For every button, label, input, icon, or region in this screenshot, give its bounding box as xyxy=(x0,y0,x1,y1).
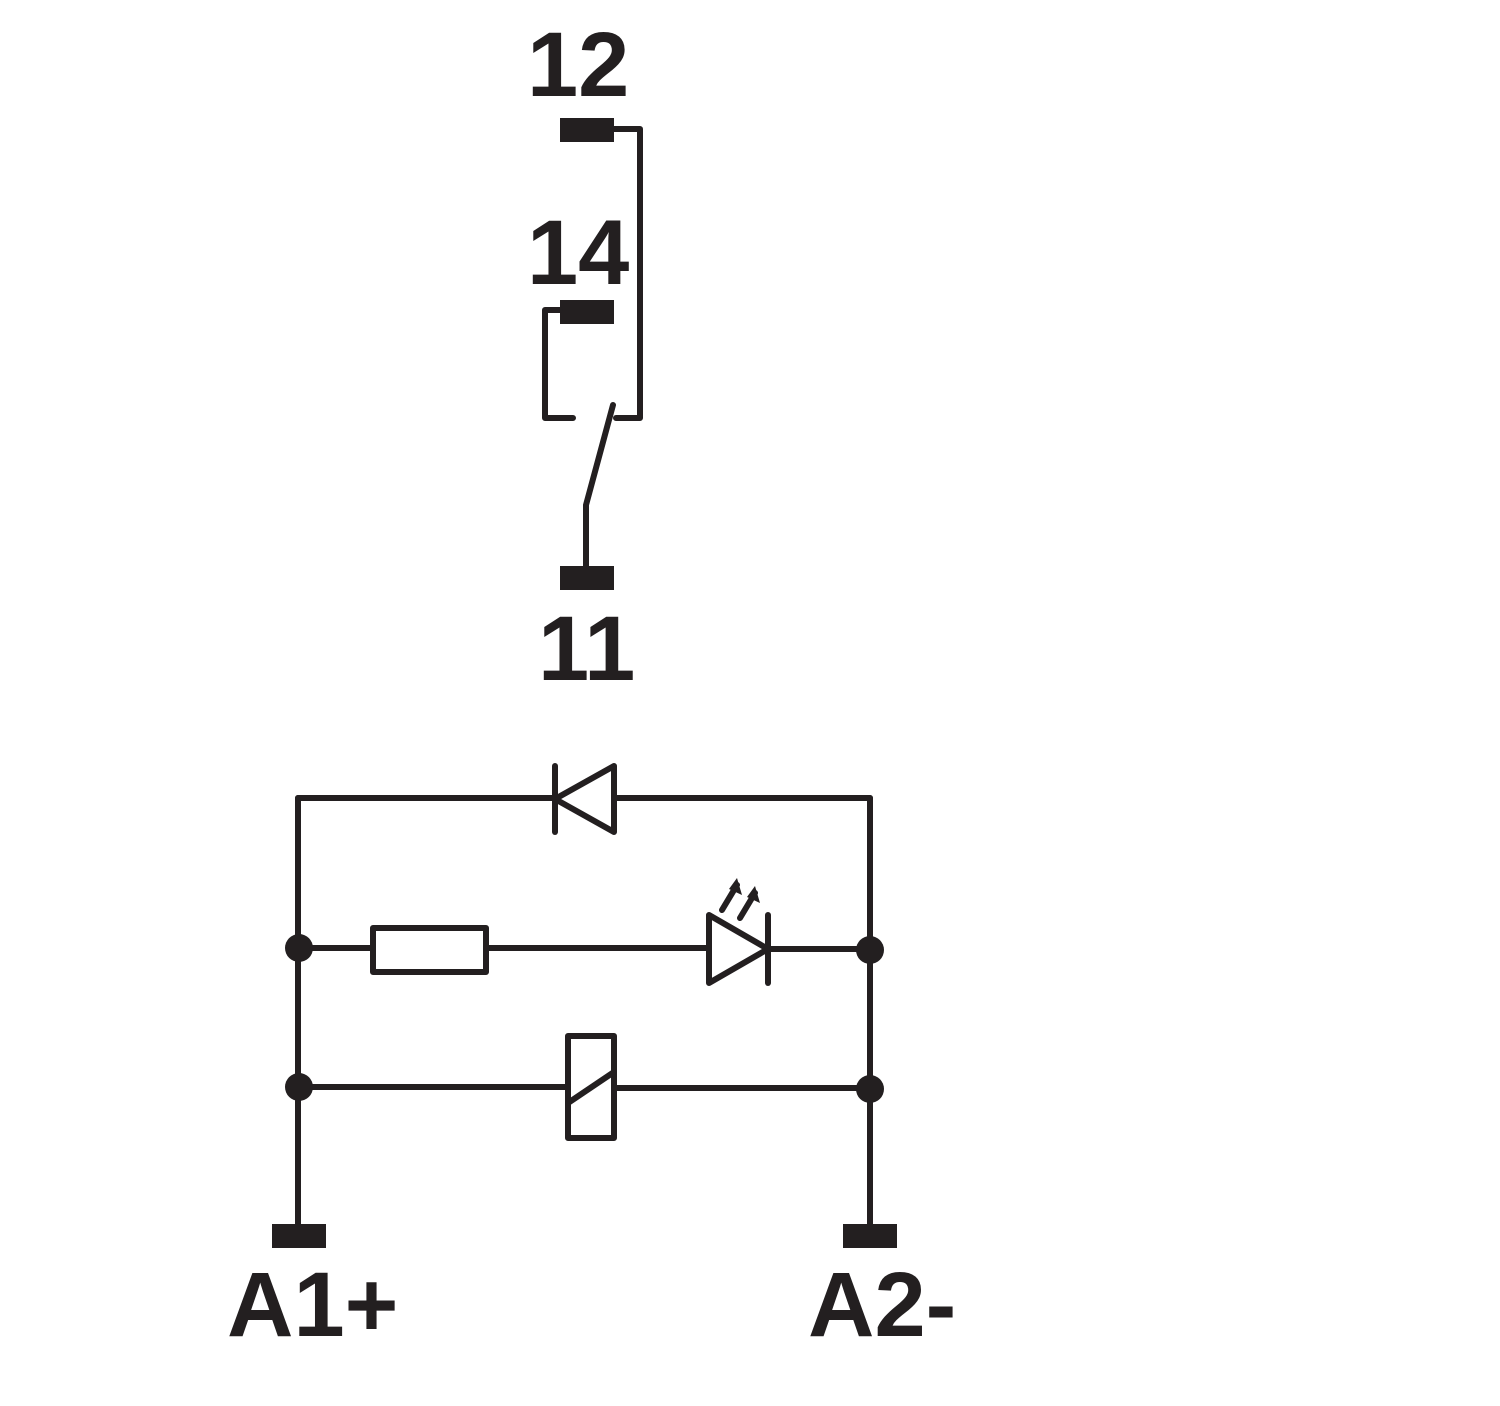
changeover-contact xyxy=(542,126,643,569)
terminal-label-12: 12 xyxy=(527,14,629,116)
junction-dot xyxy=(285,1073,313,1101)
terminal-label-14: 14 xyxy=(527,202,629,304)
freewheeling-diode xyxy=(552,763,617,835)
contact-blade xyxy=(583,402,616,569)
terminal-label-a1: A1+ xyxy=(227,1254,398,1356)
pin-a1 xyxy=(272,1224,326,1248)
pin-a2 xyxy=(843,1224,897,1248)
series-resistor xyxy=(370,925,489,975)
wire-14-to-no-contact xyxy=(542,307,576,421)
junction-dot xyxy=(856,1075,884,1103)
junction-dot xyxy=(856,936,884,964)
wire-12-to-nc-contact xyxy=(611,126,643,421)
terminal-label-a2: A2- xyxy=(808,1254,956,1356)
relay-coil xyxy=(565,1033,617,1141)
pin-14 xyxy=(560,300,614,324)
terminal-label-11: 11 xyxy=(538,598,635,700)
junction-dot xyxy=(285,934,313,962)
pin-12 xyxy=(560,118,614,142)
pin-11 xyxy=(560,566,614,590)
status-led xyxy=(706,878,771,986)
coil-circuit xyxy=(285,763,884,1227)
